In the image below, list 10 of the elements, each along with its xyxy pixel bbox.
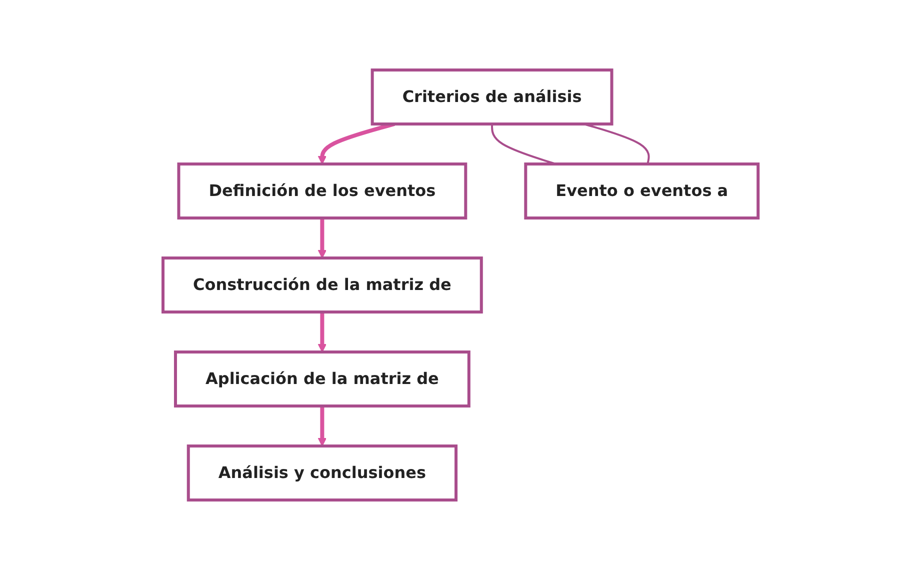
arrow — [318, 218, 327, 258]
arrow — [318, 312, 327, 352]
node-box: Definición de los eventos — [177, 162, 468, 220]
node-box: Evento o eventos a — [524, 162, 760, 220]
node-box: Construcción de la matriz de — [161, 256, 483, 314]
node-box: Aplicación de la matriz de — [174, 350, 470, 408]
node-box: Análisis y conclusiones — [186, 444, 458, 502]
connector — [491, 124, 556, 165]
arrow — [318, 406, 327, 446]
node-box: Criterios de análisis — [370, 68, 614, 126]
